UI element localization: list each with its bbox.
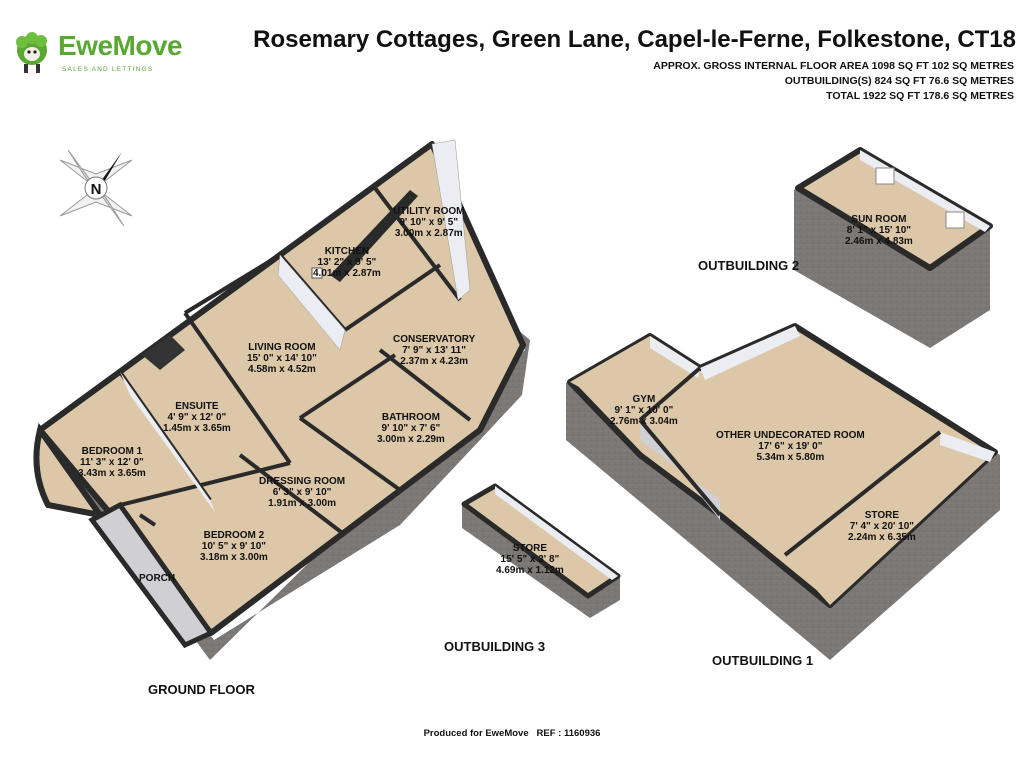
gross-area-line: APPROX. GROSS INTERNAL FLOOR AREA 1098 S…	[653, 60, 1014, 72]
brand-name: EweMove	[58, 30, 183, 61]
outbuilding-3-plan	[461, 483, 621, 618]
brand-tagline: SALES AND LETTINGS	[62, 66, 154, 73]
property-title: Rosemary Cottages, Green Lane, Capel-le-…	[253, 26, 1016, 53]
section-label-ground-floor: GROUND FLOOR	[148, 682, 255, 697]
outbuilding-area-line: OUTBUILDING(S) 824 SQ FT 76.6 SQ METRES	[784, 75, 1014, 87]
ewemove-logo: EweMove SALES AND LETTINGS	[8, 28, 183, 78]
compass-north-label: N	[91, 181, 102, 198]
room-label-porch: PORCH	[139, 573, 176, 584]
section-label-outbuilding-1: OUTBUILDING 1	[712, 653, 814, 668]
section-label-outbuilding-3: OUTBUILDING 3	[444, 639, 546, 654]
outbuilding-2-plan	[794, 147, 993, 348]
section-label-outbuilding-2: OUTBUILDING 2	[698, 258, 800, 273]
ground-floor-plan	[33, 139, 530, 660]
produced-for-footer: Produced for EweMove REF : 1160936	[423, 728, 601, 739]
total-area-line: TOTAL 1922 SQ FT 178.6 SQ METRES	[826, 90, 1014, 102]
outbuilding-1-plan	[566, 323, 1000, 660]
compass-icon: N	[59, 149, 133, 227]
sheep-mascot-icon	[16, 32, 47, 73]
